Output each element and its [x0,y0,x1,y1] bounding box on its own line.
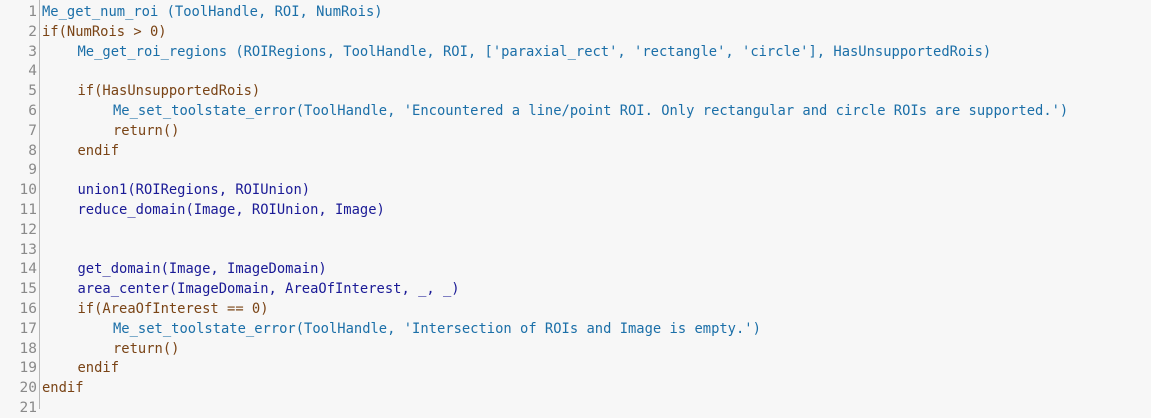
line-number: 20 [19,380,37,397]
line-number: 7 [28,122,37,139]
line-number: 9 [28,162,37,179]
code-text: if(HasUnsupportedRois) [77,83,261,100]
line-number: 5 [28,83,37,100]
code-line[interactable]: 20 endif [0,378,1151,398]
line-number: 2 [28,23,37,40]
code-text: get_domain(Image, ImageDomain) [77,261,327,278]
code-line[interactable]: 8 endif [0,141,1151,161]
code-line[interactable]: 1 Me_get_num_roi (ToolHandle, ROI, NumRoi… [0,2,1151,22]
line-number: 6 [28,103,37,119]
line-number: 17 [19,320,37,337]
code-line[interactable]: 12 [0,220,1151,240]
code-line[interactable]: 16 if(AreaOfInterest == 0) [0,299,1151,319]
code-line[interactable]: 17 Me_set_toolstate_error(ToolHandle, 'In… [0,319,1151,339]
line-number: 3 [28,43,37,60]
code-line[interactable]: 7 return() [0,121,1151,141]
line-number: 4 [28,63,37,80]
code-text: endif [77,142,120,159]
code-line[interactable]: 6 Me_set_toolstate_error(ToolHandle, 'Enc… [0,101,1151,121]
code-line[interactable]: 14 get_domain(Image, ImageDomain) [0,259,1151,279]
code-text: return() [113,340,180,357]
line-number-gutter [0,0,40,409]
line-number: 11 [19,202,37,218]
line-number: 13 [19,241,37,258]
code-text: Me_get_roi_regions (ROIRegions, ToolHand… [77,43,992,60]
line-number: 15 [19,281,37,298]
line-number: 16 [19,301,37,317]
code-text: endif [77,360,120,377]
code-line[interactable]: 2 if(NumRois > 0) [0,22,1151,42]
code-text: endif [42,380,84,397]
line-number: 21 [19,400,37,416]
code-text: if(NumRois > 0) [42,23,167,40]
code-line[interactable]: 19 endif [0,358,1151,378]
code-line[interactable]: 13 [0,240,1151,260]
code-text: Me_set_toolstate_error(ToolHandle, 'Enco… [113,103,1069,119]
code-line[interactable]: 11 reduce_domain(Image, ROIUnion, Image) [0,200,1151,220]
line-number: 18 [19,340,37,357]
code-line[interactable]: 4 [0,61,1151,81]
code-line[interactable]: 15 area_center(ImageDomain, AreaOfInteres… [0,279,1151,299]
line-number: 19 [19,360,37,377]
line-number: 1 [28,4,37,20]
code-line[interactable]: 9 [0,160,1151,180]
code-text: return() [113,122,180,139]
code-text: Me_get_num_roi (ToolHandle, ROI, NumRois… [42,4,383,20]
code-line[interactable]: 10 union1(ROIRegions, ROIUnion) [0,180,1151,200]
line-number: 14 [19,261,37,278]
code-line[interactable]: 5 if(HasUnsupportedRois) [0,81,1151,101]
line-number: 12 [19,221,37,238]
code-line[interactable]: 18 return() [0,339,1151,359]
code-text: union1(ROIRegions, ROIUnion) [77,182,311,199]
code-line[interactable]: 21 [0,398,1151,418]
line-number: 8 [28,142,37,159]
code-text: if(AreaOfInterest == 0) [77,301,269,317]
code-text: reduce_domain(Image, ROIUnion, Image) [77,202,385,218]
code-text: area_center(ImageDomain, AreaOfInterest,… [77,281,460,298]
code-text: Me_set_toolstate_error(ToolHandle, 'Inte… [113,320,761,337]
code-line[interactable]: 3 Me_get_roi_regions (ROIRegions, ToolHan… [0,42,1151,62]
line-number: 10 [19,182,37,199]
